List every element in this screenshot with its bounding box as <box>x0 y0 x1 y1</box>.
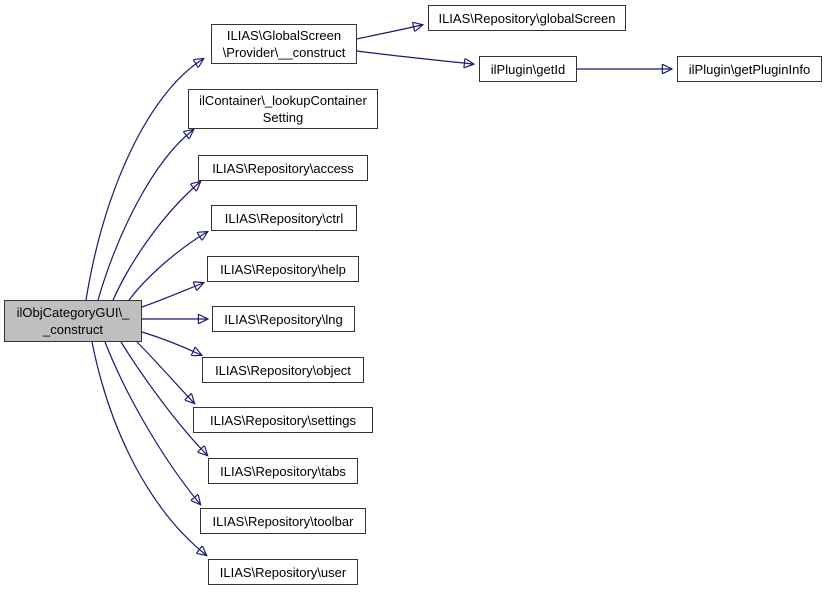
edge-main-to-user <box>91 341 206 555</box>
edge-main-to-access <box>112 182 200 301</box>
node-label-line: _construct <box>43 322 103 337</box>
edge-main-to-help <box>141 283 203 308</box>
node-globalscreen-provider-construct[interactable]: ILIAS\GlobalScreen \Provider\__construct <box>211 24 357 64</box>
edge-main-to-lookup-container-setting <box>97 130 193 301</box>
node-label-line: ilPlugin\getId <box>490 61 566 77</box>
edge-main-to-toolbar <box>104 341 200 504</box>
node-label-line: \Provider\__construct <box>222 45 346 60</box>
edge-main-to-ctrl <box>128 232 207 301</box>
edge-main-to-settings <box>136 341 194 403</box>
node-ilcontainer-lookupcontainersetting[interactable]: ilContainer\_lookupContainer Setting <box>188 89 378 129</box>
node-label-line: ILIAS\GlobalScreen <box>226 28 342 43</box>
edge-main-to-tabs <box>120 341 207 455</box>
node-label-line: ilPlugin\getPluginInfo <box>688 61 811 77</box>
node-ilplugin-getid[interactable]: ilPlugin\getId <box>479 56 577 82</box>
node-label-line: Setting <box>262 110 304 125</box>
node-label-line: ILIAS\Repository\globalScreen <box>438 10 616 26</box>
node-repository-globalscreen[interactable]: ILIAS\Repository\globalScreen <box>428 5 626 31</box>
node-label-line: ILIAS\Repository\ctrl <box>224 210 344 226</box>
node-label-line: ILIAS\Repository\lng <box>224 311 343 327</box>
node-label-line: ILIAS\Repository\toolbar <box>212 513 354 529</box>
node-label-line: ILIAS\Repository\object <box>215 362 351 378</box>
node-ilplugin-getplugininfo[interactable]: ilPlugin\getPluginInfo <box>677 56 822 82</box>
node-label-line: ILIAS\Repository\settings <box>210 412 356 428</box>
node-label-line: ilContainer\_lookupContainer <box>199 93 367 108</box>
node-repository-lng[interactable]: ILIAS\Repository\lng <box>212 306 355 332</box>
node-repository-ctrl[interactable]: ILIAS\Repository\ctrl <box>211 205 357 231</box>
node-label-line: ilObjCategoryGUI\_ <box>16 305 130 320</box>
node-repository-object[interactable]: ILIAS\Repository\object <box>202 357 364 383</box>
node-label-line: ILIAS\Repository\tabs <box>220 463 346 479</box>
node-ilobjcategorygui-construct[interactable]: ilObjCategoryGUI\_ _construct <box>4 300 142 342</box>
node-repository-access[interactable]: ILIAS\Repository\access <box>198 155 368 181</box>
node-label-line: ILIAS\Repository\help <box>220 261 346 277</box>
edge-gs-construct-to-getid <box>356 50 473 64</box>
node-repository-user[interactable]: ILIAS\Repository\user <box>208 559 358 585</box>
node-label-line: ILIAS\Repository\access <box>212 160 354 176</box>
node-repository-settings[interactable]: ILIAS\Repository\settings <box>193 407 373 433</box>
node-repository-tabs[interactable]: ILIAS\Repository\tabs <box>208 458 358 484</box>
node-repository-help[interactable]: ILIAS\Repository\help <box>207 256 359 282</box>
edge-main-to-object <box>141 331 201 355</box>
edge-gs-construct-to-repository-globalscreen <box>356 25 422 40</box>
node-repository-toolbar[interactable]: ILIAS\Repository\toolbar <box>200 508 366 534</box>
node-label-line: ILIAS\Repository\user <box>219 564 347 580</box>
edge-main-to-gs-construct <box>85 59 203 301</box>
